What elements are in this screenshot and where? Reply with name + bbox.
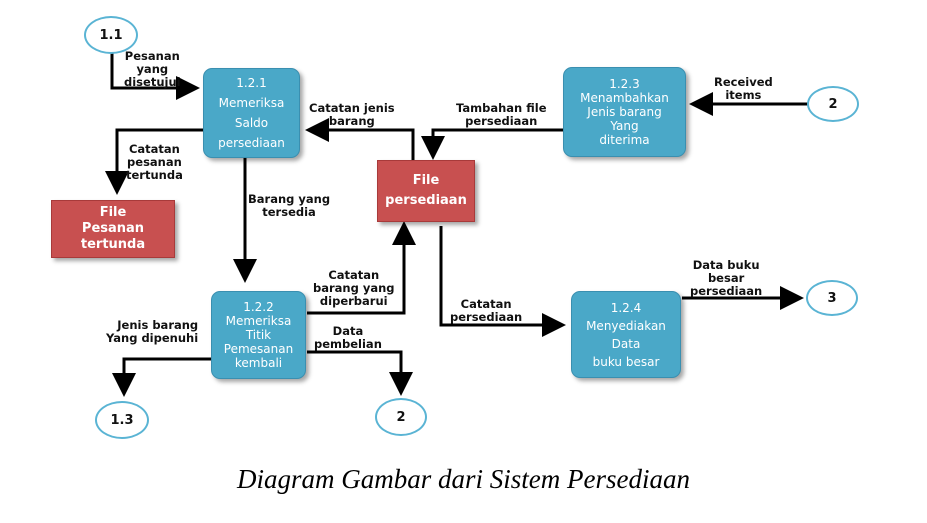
arrow-jenis-barang-dipenuhi: [112, 357, 211, 397]
store-file-pesanan-tertunda-line: File: [99, 205, 127, 220]
process-1-2-1: 1.2.1 Memeriksa Saldo persediaan: [203, 68, 300, 158]
store-file-pesanan-tertunda-line: Pesanan: [81, 221, 145, 236]
label-line: besar: [707, 271, 745, 285]
connector-2-top: 2: [807, 86, 859, 122]
label-line: Catatan: [128, 142, 180, 156]
label-data-pembelian: Data pembelian: [314, 325, 382, 351]
arrow-tambahan-file: [421, 128, 563, 160]
label-line: Tambahan file: [456, 101, 547, 115]
process-1-2-4-line: 1.2.4: [610, 300, 642, 315]
connector-1-1: 1.1: [84, 16, 138, 54]
process-1-2-2-line: Titik: [245, 328, 272, 342]
label-jenis-barang-dipenuhi: Jenis barang Yang dipenuhi: [106, 319, 198, 345]
arrow-data-pembelian: [307, 350, 413, 396]
process-1-2-1-line: persediaan: [218, 136, 285, 150]
label-line: Pesanan: [124, 49, 180, 63]
label-line: persediaan: [450, 310, 523, 324]
label-catatan-pesanan-tertunda: Catatan pesanan tertunda: [126, 143, 183, 182]
label-tambahan-file: Tambahan file persediaan: [456, 102, 547, 128]
process-1-2-2-line: Pemesanan: [223, 342, 294, 356]
store-file-persediaan: File persediaan: [377, 160, 475, 222]
process-1-2-3: 1.2.3 Menambahkan Jenis barang Yang dite…: [563, 67, 686, 157]
process-1-2-4-line: Data: [611, 336, 641, 351]
process-1-2-3-line: 1.2.3: [609, 77, 640, 91]
store-file-pesanan-tertunda: File Pesanan tertunda: [51, 200, 175, 258]
label-line: barang yang: [313, 281, 395, 295]
diagram-caption: Diagram Gambar dari Sistem Persediaan: [237, 464, 690, 494]
label-line: tertunda: [126, 168, 183, 182]
process-1-2-4-line: buku besar: [592, 354, 660, 369]
label-line: tersedia: [262, 205, 316, 219]
label-line: Yang dipenuhi: [106, 331, 199, 345]
label-line: Jenis barang: [117, 318, 199, 332]
label-line: disetujui: [124, 75, 181, 89]
label-line: Catatan: [460, 297, 512, 311]
process-1-2-1-line: Saldo: [234, 116, 269, 130]
label-received-items: Received items: [714, 76, 773, 102]
process-1-2-4-line: Menyediakan: [586, 318, 666, 333]
label-line: persediaan: [465, 114, 538, 128]
arrow-catatan-jenis-barang: [305, 118, 415, 160]
connector-2-bottom: 2: [375, 398, 427, 436]
process-1-2-1-line: 1.2.1: [236, 76, 267, 90]
label-line: persediaan: [690, 284, 763, 298]
process-1-2-2-line: kembali: [234, 356, 283, 370]
label-line: Data: [332, 324, 364, 338]
process-1-2-2: 1.2.2 Memeriksa Titik Pemesanan kembali: [211, 291, 306, 379]
label-line: items: [725, 88, 762, 102]
label-line: yang: [136, 62, 169, 76]
store-file-pesanan-tertunda-line: tertunda: [80, 237, 146, 252]
label-catatan-jenis-barang: Catatan jenis barang: [309, 102, 395, 128]
label-line: pesanan: [127, 155, 182, 169]
label-barang-tersedia: Barang yang tersedia: [248, 193, 330, 219]
process-1-2-1-line: Memeriksa: [218, 96, 285, 110]
label-line: barang: [328, 114, 375, 128]
store-file-persediaan-line: persediaan: [385, 193, 467, 208]
arrow-pesanan-disetujui: [110, 50, 200, 100]
arrow-catatan-persediaan: [439, 226, 566, 337]
process-1-2-3-line: diterima: [599, 133, 650, 147]
store-file-persediaan-line: File: [412, 173, 440, 188]
label-line: Barang yang: [248, 192, 331, 206]
process-1-2-2-line: Memeriksa: [225, 314, 292, 328]
label-line: Catatan jenis: [309, 101, 395, 115]
label-data-buku-besar: Data buku besar persediaan: [690, 259, 762, 298]
arrow-catatan-diperbarui: [307, 221, 416, 315]
label-catatan-diperbarui: Catatan barang yang diperbarui: [313, 269, 395, 308]
process-1-2-3-line: Menambahkan: [580, 91, 669, 105]
label-line: Catatan: [328, 268, 380, 282]
label-pesanan-disetujui: Pesanan yang disetujui: [124, 50, 181, 89]
process-1-2-3-line: Yang: [610, 119, 639, 133]
process-1-2-2-line: 1.2.2: [243, 300, 274, 314]
label-line: Data buku: [692, 258, 760, 272]
arrow-catatan-pesanan-tertunda: [105, 128, 203, 195]
connector-1-3: 1.3: [95, 401, 149, 439]
label-line: Received: [714, 75, 773, 89]
process-1-2-3-line: Jenis barang: [587, 105, 662, 119]
connector-3: 3: [806, 280, 858, 316]
label-line: diperbarui: [319, 294, 388, 308]
label-catatan-persediaan: Catatan persediaan: [450, 298, 522, 324]
process-1-2-4: 1.2.4 Menyediakan Data buku besar: [571, 291, 681, 378]
label-line: pembelian: [314, 337, 382, 351]
